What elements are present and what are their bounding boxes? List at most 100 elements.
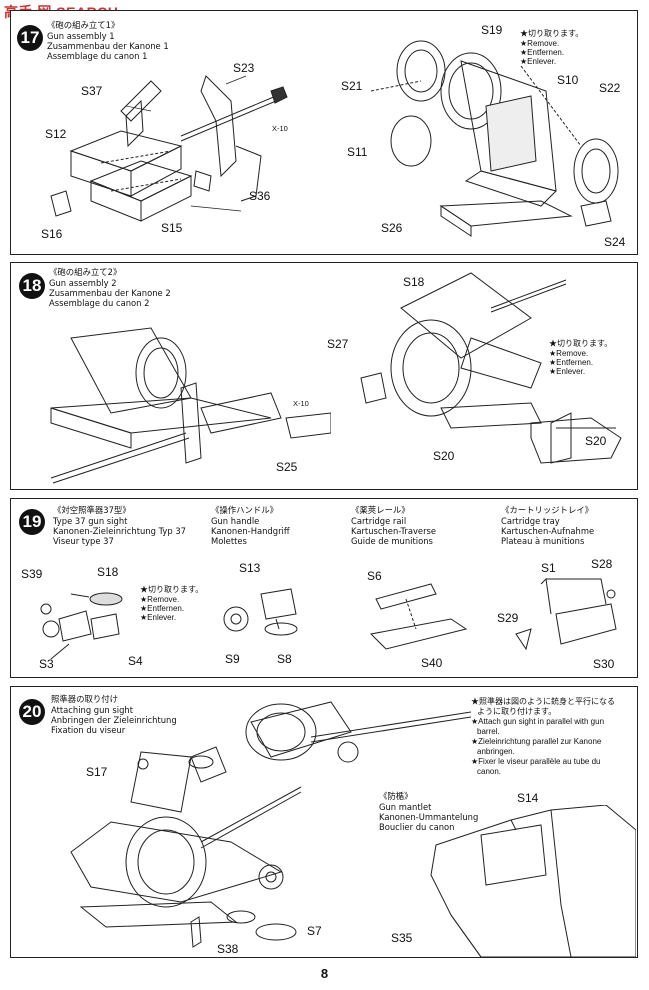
part-label-S8: S8 [277,652,292,666]
step-17-title-en: Gun assembly 1 [47,31,115,41]
part-label-S16: S16 [41,227,63,241]
part-label-S30: S30 [593,657,615,671]
step-18-title-en: Gun assembly 2 [49,278,117,288]
gun-sight-attach-illustration [51,692,472,952]
step-18-title-fr: Assemblage du canon 2 [49,298,150,308]
step-17-panel: 17 《砲の組み立て1》 Gun assembly 1 Zusammenbau … [10,10,638,255]
step-17-title-fr: Assemblage du canon 1 [47,51,148,61]
part-label-S18-18: S18 [403,275,425,289]
part-label-S1: S1 [541,561,556,575]
part-label-S29: S29 [497,611,519,625]
handle-title-de: Kanonen-Handgriff [211,526,290,536]
step-17-title-jp: 《砲の組み立て1》 [47,20,120,30]
remove-note-jp-19: ★切り取ります。 [140,585,204,594]
part-label-S14: S14 [517,791,539,805]
rail-title-jp: 《薬莢レール》 [351,505,410,515]
step-17-title-de: Zusammenbau der Kanone 1 [47,41,169,51]
tray-title-de: Kartuschen-Aufnahme [501,526,595,536]
part-label-S20-a: S20 [433,449,455,463]
step-18-title-jp: 《砲の組み立て2》 [49,267,122,277]
part-label-S38: S38 [217,942,239,956]
part-label-S11: S11 [347,145,368,159]
part-label-X10-17: X-10 [272,124,288,133]
step-17-number: 17 [17,25,43,51]
step-18-number: 18 [19,273,45,299]
part-label-S23: S23 [233,61,255,75]
sight-note-de-1: ★Zieleinrichtung parallel zur Kanone [471,737,602,746]
remove-note-fr-18: ★Enlever. [549,367,586,376]
mantlet-title-de: Kanonen-Ummantelung [379,812,479,822]
step-20-title-en: Attaching gun sight [51,705,133,715]
page-number: 8 [320,966,329,981]
sight-note-en-1: ★Attach gun sight in parallel with gun [471,717,605,726]
part-label-S20-b: S20 [585,434,607,448]
rail-title-fr: Guide de munitions [351,536,433,546]
step-19-panel: 19 《対空照準器37型》 Type 37 gun sight Kanonen-… [10,498,638,678]
part-label-S13: S13 [239,561,261,575]
part-label-S25: S25 [276,460,298,474]
part-label-S9: S9 [225,652,240,666]
sight-title-jp: 《対空照準器37型》 [53,505,131,515]
remove-note-de-18: ★Entfernen. [549,358,594,367]
tray-title-fr: Plateau à munitions [501,536,585,546]
remove-note-de-17: ★Entfernen. [520,48,565,57]
step-20-title-fr: Fixation du viseur [51,725,126,735]
mantlet-title-en: Gun mantlet [379,802,432,812]
step-20-number: 20 [19,699,45,725]
remove-note-en-17: ★Remove. [520,39,560,48]
remove-note-de-19: ★Entfernen. [140,604,185,613]
part-label-S40: S40 [421,656,443,670]
tray-title-en: Cartridge tray [501,516,560,526]
gun-sight-illustration [31,569,161,669]
step-20-panel: 20 照準器の取り付け Attaching gun sight Anbringe… [10,686,638,958]
handle-title-jp: 《操作ハンドル》 [211,505,278,515]
part-label-S7: S7 [307,924,322,938]
part-label-S26: S26 [381,221,403,235]
sight-note-jp-1: ★照準器は図のように銃身と平行になる [471,697,615,706]
sight-note-en-2: barrel. [477,727,500,736]
gun-assembly-1-illustration [31,51,301,251]
gun-cradle-illustration [341,31,621,246]
step-19-number: 19 [19,509,45,535]
cartridge-tray-illustration [501,564,631,664]
mantlet-title-jp: 《防楯》 [379,791,413,801]
remove-note-jp-17: ★切り取ります。 [520,29,584,38]
sight-note-jp-2: ように取り付けます。 [477,707,557,716]
part-label-S15: S15 [161,221,183,235]
handle-title-fr: Molettes [211,536,247,546]
sight-note-fr-2: canon. [477,767,502,776]
remove-note-en-18: ★Remove. [549,349,589,358]
part-label-S24: S24 [604,235,626,249]
gun-mantlet-illustration [411,804,637,958]
part-label-S21: S21 [341,79,363,93]
part-label-S37: S37 [81,84,103,98]
part-label-S6: S6 [367,569,382,583]
tray-title-jp: 《カートリッジトレイ》 [501,505,594,515]
gun-assembly-2-right-illustration [341,268,641,483]
part-label-X10-18: X-10 [293,399,309,408]
rail-title-en: Cartridge rail [351,516,407,526]
part-label-S18-19: S18 [97,565,119,579]
remove-note-fr-19: ★Enlever. [140,613,177,622]
sight-title-de: Kanonen-Zieleinrichtung Typ 37 [53,526,186,536]
step-18-title-de: Zusammenbau der Kanone 2 [49,288,171,298]
cartridge-rail-illustration [361,579,491,664]
mantlet-title-fr: Bouclier du canon [379,822,455,832]
sight-title-fr: Viseur type 37 [53,536,114,546]
remove-note-jp-18: ★切り取ります。 [549,339,613,348]
part-label-S39: S39 [21,567,43,581]
part-label-S4: S4 [128,654,143,668]
part-label-S36: S36 [249,189,271,203]
part-label-S28: S28 [591,557,613,571]
part-label-S27: S27 [327,337,349,351]
part-label-S22: S22 [599,81,621,95]
sight-title-en: Type 37 gun sight [53,516,128,526]
sight-note-fr-1: ★Fixer le viseur parallèle au tube du [471,757,601,766]
part-label-S19: S19 [481,23,503,37]
gun-assembly-2-left-illustration [31,318,332,488]
part-label-S17: S17 [86,765,108,779]
handle-title-en: Gun handle [211,516,260,526]
remove-note-en-19: ★Remove. [140,595,180,604]
step-18-panel: 18 《砲の組み立て2》 Gun assembly 2 Zusammenbau … [10,262,638,490]
remove-note-fr-17: ★Enlever. [520,57,557,66]
